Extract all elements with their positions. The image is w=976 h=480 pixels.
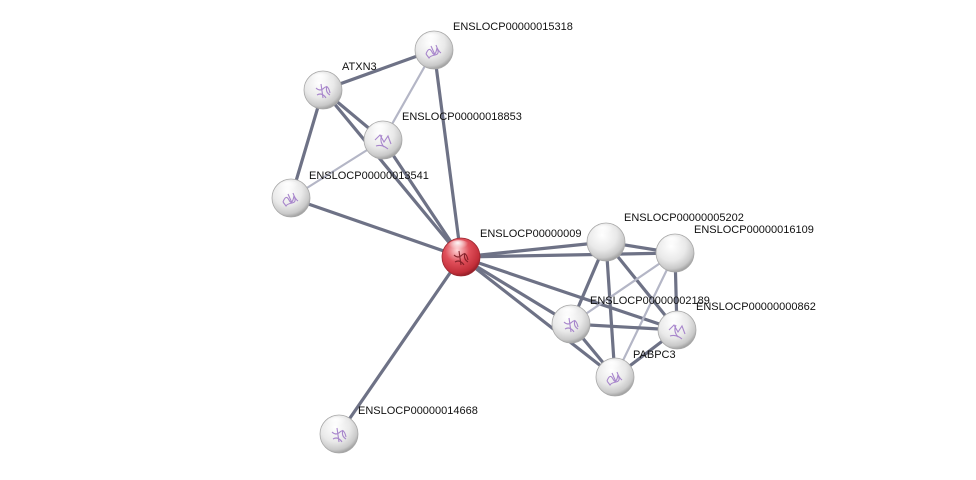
node-label: ENSLOCP00000016109 [694, 224, 814, 236]
node-enslocp00000000862[interactable]: ENSLOCP00000000862 [657, 301, 816, 350]
node-highlight [592, 225, 616, 239]
protein-structure-icon [315, 83, 331, 99]
node-pabpc3[interactable]: PABPC3 [595, 349, 676, 397]
node-label: ENSLOCP00000013541 [309, 170, 429, 182]
protein-structure-icon [563, 317, 579, 333]
node-enslocp00000018853[interactable]: ENSLOCP00000018853 [363, 111, 522, 160]
node-enslocp00000002189[interactable]: ENSLOCP00000002189 [551, 295, 710, 344]
node-highlight [277, 181, 301, 195]
protein-structure-icon [453, 250, 469, 266]
node-highlight [557, 307, 581, 321]
node-label: PABPC3 [633, 349, 676, 361]
node-highlight [325, 417, 349, 431]
node-enslocp00000009[interactable]: ENSLOCP00000009 [441, 228, 582, 277]
node-highlight [447, 240, 471, 254]
node-enslocp00000016109[interactable]: ENSLOCP00000016109 [655, 224, 814, 273]
edge-enslocp00000014668-enslocp00000009 [337, 255, 463, 436]
node-atxn3[interactable]: ATXN3 [303, 61, 377, 110]
edge-enslocp00000016109-enslocp00000002189 [569, 251, 677, 326]
node-enslocp00000015318[interactable]: ENSLOCP00000015318 [414, 21, 573, 70]
edge-enslocp00000005202-pabpc3 [604, 240, 617, 379]
node-highlight [661, 236, 685, 250]
edge-enslocp00000015318-enslocp00000009 [432, 48, 463, 259]
node-label: ENSLOCP00000009 [480, 228, 582, 240]
node-label: ENSLOCP00000000862 [696, 301, 816, 313]
edge-enslocp00000009-enslocp00000002189 [459, 255, 573, 326]
node-label: ENSLOCP00000005202 [624, 212, 744, 224]
edge-enslocp00000016109-pabpc3 [613, 251, 677, 379]
node-label: ENSLOCP00000015318 [453, 21, 573, 33]
edge-enslocp00000009-enslocp00000005202 [459, 240, 608, 259]
node-enslocp00000005202[interactable]: ENSLOCP00000005202 [586, 212, 744, 262]
nodes-layer: ENSLOCP00000015318ATXN3ENSLOCP0000001885… [271, 21, 816, 454]
node-label: ENSLOCP00000002189 [590, 295, 710, 307]
node-highlight [663, 313, 687, 327]
edge-enslocp00000009-pabpc3 [459, 255, 617, 379]
node-highlight [601, 360, 625, 374]
node-enslocp00000013541[interactable]: ENSLOCP00000013541 [271, 170, 429, 218]
edge-enslocp00000013541-enslocp00000009 [289, 196, 463, 259]
edge-atxn3-enslocp00000015318 [321, 48, 436, 92]
node-label: ATXN3 [342, 61, 377, 73]
edge-atxn3-enslocp00000009 [321, 88, 463, 259]
node-label: ENSLOCP00000014668 [358, 405, 478, 417]
node-highlight [369, 123, 393, 137]
edge-enslocp00000018853-enslocp00000009 [381, 138, 463, 259]
node-label: ENSLOCP00000018853 [402, 111, 522, 123]
edge-enslocp00000009-enslocp00000016109 [459, 251, 677, 259]
node-enslocp00000014668[interactable]: ENSLOCP00000014668 [319, 405, 478, 454]
node-highlight [420, 33, 444, 47]
protein-structure-icon [331, 427, 347, 443]
node-highlight [309, 73, 333, 87]
edge-enslocp00000009-enslocp00000000862 [459, 255, 679, 332]
